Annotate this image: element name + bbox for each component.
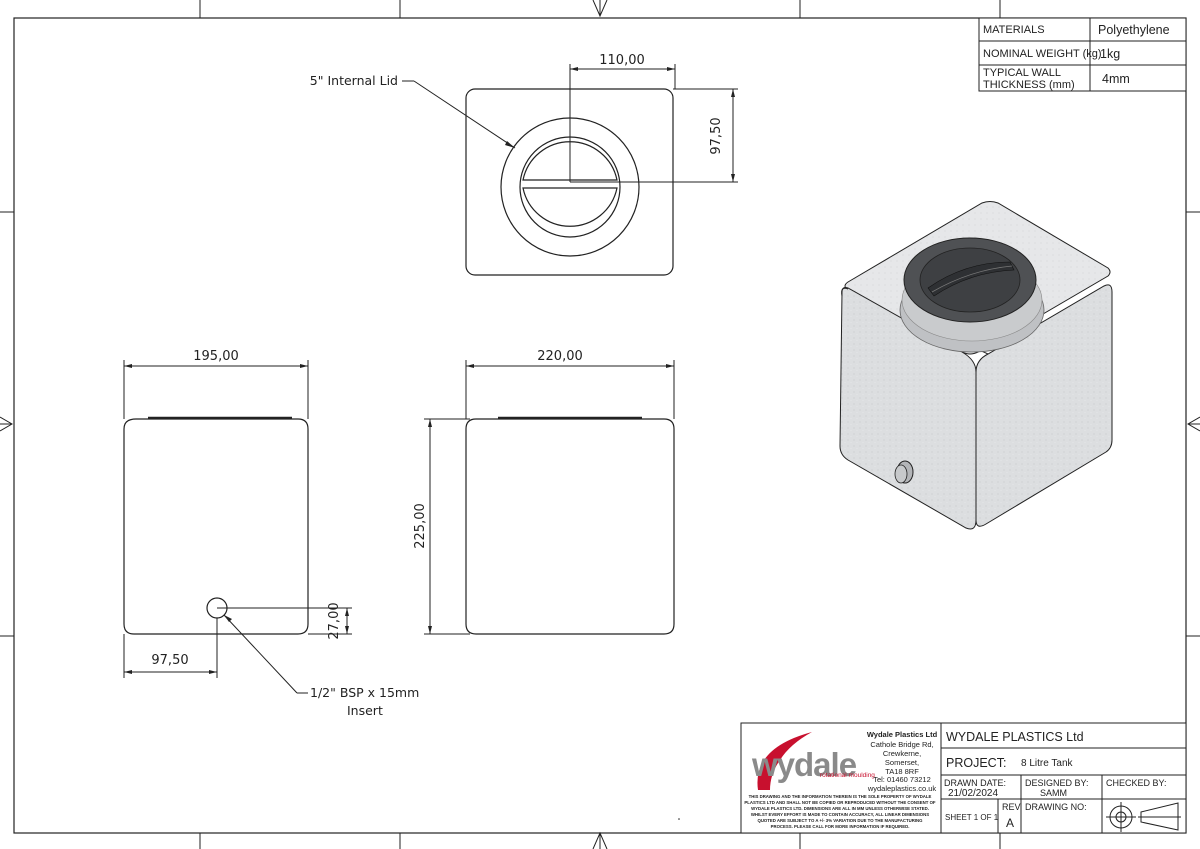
side-width-dimension: 195,00 xyxy=(193,349,239,364)
wall-value: 4mm xyxy=(1102,72,1130,86)
materials-value: Polyethylene xyxy=(1098,23,1170,37)
projection-symbol-icon xyxy=(1106,802,1181,832)
disclaimer-line: PLASTICS LTD AND SHALL NOT BE COPIED OR … xyxy=(744,800,936,805)
insert-annotation-line1: 1/2" BSP x 15mm xyxy=(310,685,419,700)
title-block: wydale rotational moulding Wydale Plasti… xyxy=(740,722,1187,834)
front-view: 220,00 225,00 xyxy=(413,349,675,635)
disclaimer: THIS DRAWING AND THE INFORMATION THEREIN… xyxy=(744,794,936,829)
disclaimer-line: THIS DRAWING AND THE INFORMATION THEREIN… xyxy=(749,794,932,799)
weight-value: 1kg xyxy=(1100,47,1120,61)
address-line-3: Somerset, xyxy=(885,758,919,767)
wydale-logo: wydale rotational moulding xyxy=(751,732,875,790)
project-value: 8 Litre Tank xyxy=(1021,758,1074,769)
title-block-header: WYDALE PLASTICS Ltd xyxy=(946,730,1084,744)
disclaimer-line: WYDALE PLASTICS LTD. DIMENSIONS ARE ALL … xyxy=(751,806,929,811)
logo-tagline: rotational moulding xyxy=(820,772,875,779)
side-view: 195,00 27,00 97,50 1/2" BSP x 15mm Inser… xyxy=(123,349,419,718)
insert-annotation-line2: Insert xyxy=(347,703,383,718)
company-tel: Tel: 01460 73212 xyxy=(873,775,931,784)
materials-table: MATERIALS Polyethylene NOMINAL WEIGHT (k… xyxy=(978,17,1187,92)
address-line-4: TA18 8RF xyxy=(885,767,919,776)
disclaimer-line: PROCESS. PLEASE CALL FOR MORE INFORMATIO… xyxy=(771,824,910,829)
insert-offset-dimension: 97,50 xyxy=(151,653,188,668)
disclaimer-line: QUOTED ARE SUBJECT TO A +/- 3% VARIATION… xyxy=(757,818,923,823)
top-view: 110,00 97,50 5" Internal Lid xyxy=(310,53,738,276)
rev-value: A xyxy=(1006,816,1014,830)
wall-label: TYPICAL WALL xyxy=(983,67,1061,79)
rev-label: REV xyxy=(1002,802,1021,812)
lid-annotation: 5" Internal Lid xyxy=(310,73,398,88)
materials-label: MATERIALS xyxy=(983,24,1045,36)
checked-by-label: CHECKED BY: xyxy=(1106,778,1167,788)
company-web: wydaleplastics.co.uk xyxy=(867,784,937,793)
lid-width-dimension: 110,00 xyxy=(599,53,645,68)
company-name: Wydale Plastics Ltd xyxy=(867,730,938,739)
sheet-number: SHEET 1 OF 1 xyxy=(945,813,999,822)
address-line-1: Cathole Bridge Rd, xyxy=(870,740,933,749)
designed-by-value: SAMM xyxy=(1040,788,1067,798)
height-dimension: 225,00 xyxy=(413,503,428,549)
address-line-2: Crewkerne, xyxy=(883,749,921,758)
stray-mark xyxy=(678,818,680,820)
insert-height-dimension: 27,00 xyxy=(327,602,342,639)
wall-label-2: THICKNESS (mm) xyxy=(983,79,1075,91)
project-label: PROJECT: xyxy=(946,756,1006,770)
isometric-view xyxy=(839,201,1113,530)
disclaimer-line: WHILST EVERY EFFORT IS MADE TO CONTAIN A… xyxy=(751,812,929,817)
logo-wordmark: wydale xyxy=(751,746,857,783)
drawn-date-label: DRAWN DATE: xyxy=(944,778,1006,788)
lid-offset-dimension: 97,50 xyxy=(709,117,724,154)
drawing-no-label: DRAWING NO: xyxy=(1025,802,1087,812)
drawn-date-value: 21/02/2024 xyxy=(948,788,998,799)
designed-by-label: DESIGNED BY: xyxy=(1025,778,1089,788)
front-width-dimension: 220,00 xyxy=(537,349,583,364)
weight-label: NOMINAL WEIGHT (kg) xyxy=(983,48,1102,60)
